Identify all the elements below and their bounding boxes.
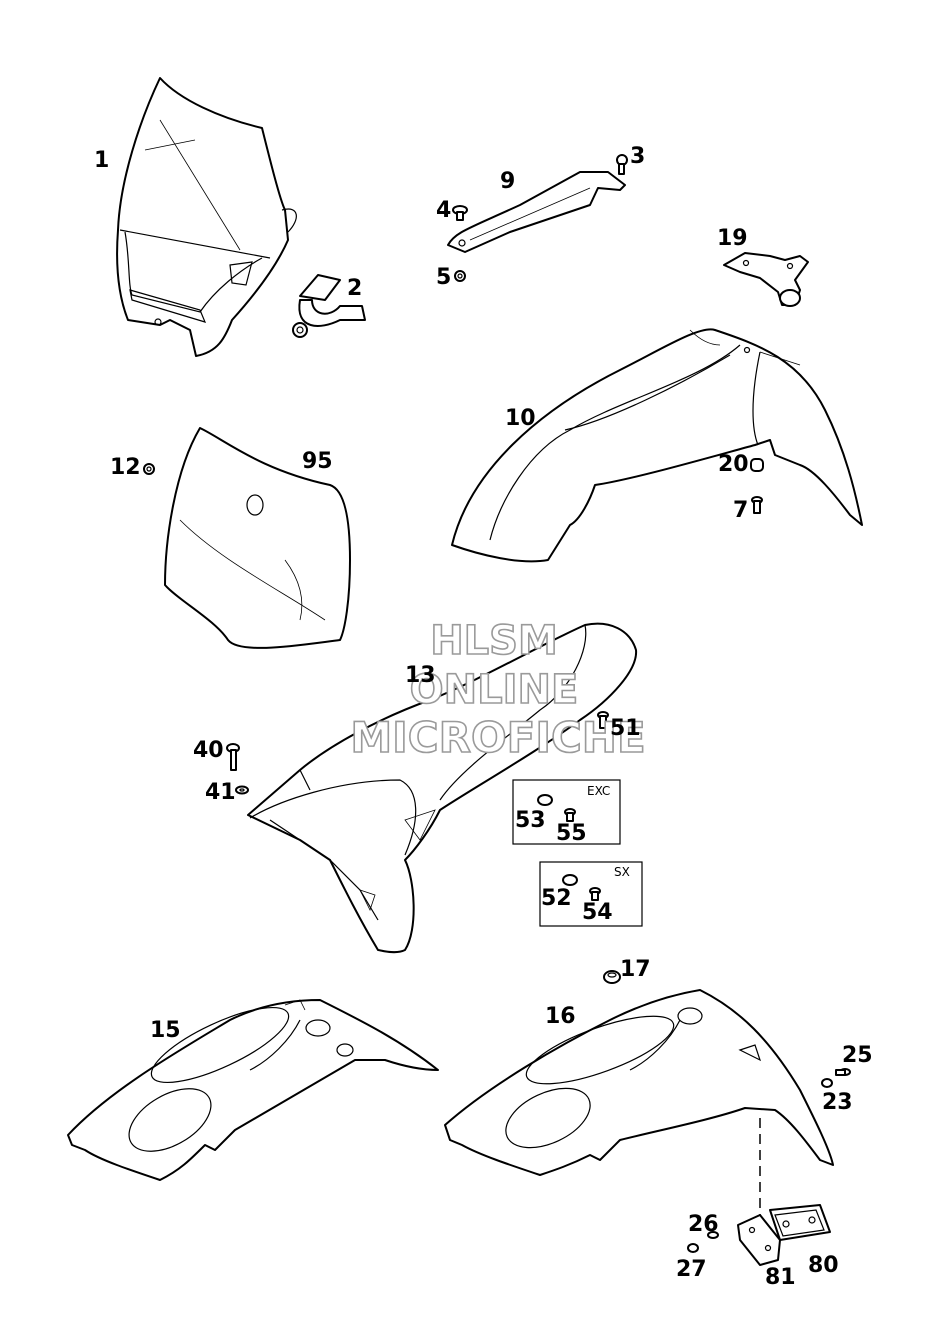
screw-12[interactable]	[143, 463, 155, 475]
sx-label: SX	[614, 865, 630, 879]
screw-3[interactable]	[616, 154, 628, 175]
callout-80: 80	[808, 1253, 839, 1278]
callouts: 1 2 3 4 5 9 19 10 12 95 20 7 13 40 41 51…	[94, 144, 873, 1290]
callout-27: 27	[676, 1257, 707, 1282]
front-fender-15[interactable]	[67, 993, 439, 1181]
watermark-line-2: ONLINE	[410, 667, 579, 713]
washer-26[interactable]	[707, 1231, 719, 1239]
callout-3: 3	[630, 144, 645, 169]
callout-54: 54	[582, 900, 613, 925]
callout-53: 53	[515, 808, 546, 833]
screw-25[interactable]	[835, 1068, 851, 1076]
callout-41: 41	[205, 780, 236, 805]
headlight-mask[interactable]	[116, 77, 297, 357]
callout-55: 55	[556, 821, 587, 846]
reflector-bracket[interactable]	[737, 1214, 781, 1266]
number-plate[interactable]	[164, 427, 351, 649]
screw-51[interactable]	[597, 711, 609, 729]
callout-40: 40	[193, 738, 224, 763]
exc-label: EXC	[587, 784, 610, 798]
rear-fender[interactable]	[247, 622, 638, 954]
callout-12: 12	[110, 455, 141, 480]
washer-23[interactable]	[821, 1078, 833, 1088]
front-fender-16[interactable]	[444, 989, 834, 1176]
callout-4: 4	[436, 198, 451, 223]
callout-95: 95	[302, 449, 333, 474]
sx-variant-box	[539, 861, 643, 927]
bolt-40[interactable]	[226, 743, 240, 771]
callout-15: 15	[150, 1018, 181, 1043]
callout-13: 13	[405, 663, 436, 688]
callout-16: 16	[545, 1004, 576, 1029]
callout-9: 9	[500, 169, 515, 194]
exc-variant-box	[512, 779, 621, 845]
callout-51: 51	[610, 716, 641, 741]
callout-17: 17	[620, 957, 651, 982]
reflector[interactable]	[769, 1204, 831, 1241]
callout-19: 19	[717, 226, 748, 251]
bracket[interactable]	[447, 171, 626, 253]
callout-1: 1	[94, 148, 109, 173]
callout-2: 2	[347, 276, 362, 301]
callout-26: 26	[688, 1212, 719, 1237]
nut-5[interactable]	[454, 270, 466, 282]
screw-7[interactable]	[751, 496, 763, 514]
watermark: HLSM ONLINE MICROFICHE	[350, 617, 647, 763]
callout-52: 52	[541, 886, 572, 911]
callout-5: 5	[436, 265, 451, 290]
callout-23: 23	[822, 1090, 853, 1115]
screw-4[interactable]	[452, 205, 468, 221]
fork-bracket[interactable]	[723, 252, 809, 307]
callout-7: 7	[733, 498, 748, 523]
washer-41[interactable]	[235, 785, 249, 795]
clamp[interactable]	[292, 274, 366, 338]
front-fender[interactable]	[451, 328, 863, 563]
callout-25: 25	[842, 1043, 873, 1068]
nut-20[interactable]	[750, 458, 764, 472]
watermark-line-1: HLSM	[430, 618, 558, 664]
callout-81: 81	[765, 1265, 796, 1290]
grommet-17[interactable]	[603, 970, 621, 984]
callout-10: 10	[505, 406, 536, 431]
watermark-line-3: MICROFICHE	[350, 713, 645, 762]
callout-20: 20	[718, 452, 749, 477]
nut-27[interactable]	[687, 1243, 699, 1253]
